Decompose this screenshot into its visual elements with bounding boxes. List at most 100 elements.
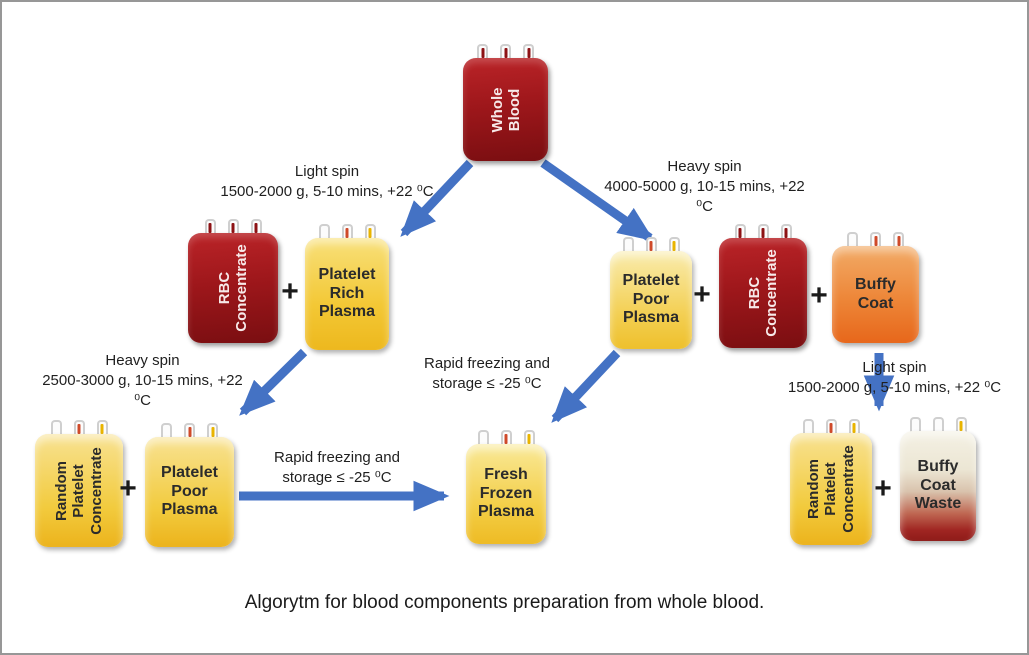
bag-label: Buffy Coat Waste bbox=[914, 457, 962, 513]
port-icon bbox=[50, 420, 62, 435]
note-detail: 4000-5000 g, 10-15 mins, +22 ⁰C bbox=[604, 178, 805, 215]
bag-buffy-coat: Buffy Coat bbox=[832, 232, 919, 343]
port-icon bbox=[477, 44, 488, 59]
note-light-spin-top-left: Light spin 1500-2000 g, 5-10 mins, +22 ⁰… bbox=[217, 162, 437, 202]
bag-label: Random Platelet Concentrate bbox=[53, 446, 105, 535]
port-icon bbox=[932, 417, 944, 432]
bag-whole-blood: Whole Blood bbox=[463, 44, 548, 161]
port-icon bbox=[757, 224, 769, 239]
port-icon bbox=[184, 423, 195, 438]
note-title: Heavy spin bbox=[667, 158, 742, 175]
note-title: Light spin bbox=[862, 359, 927, 376]
bag-body: Random Platelet Concentrate bbox=[790, 433, 872, 545]
note-title: Heavy spin bbox=[105, 352, 180, 369]
port-icon bbox=[250, 219, 262, 234]
port-icon bbox=[500, 430, 512, 445]
note-title: Rapid freezing and bbox=[424, 355, 550, 372]
note-detail: 1500-2000 g, 5-10 mins, +22 ⁰C bbox=[787, 379, 1002, 396]
port-icon bbox=[364, 224, 376, 239]
port-icon bbox=[645, 237, 657, 252]
bag-ports bbox=[847, 232, 904, 247]
port-icon bbox=[523, 430, 535, 445]
bag-body: RBC Concentrate bbox=[719, 238, 807, 348]
note-light-spin-right: Light spin 1500-2000 g, 5-10 mins, +22 ⁰… bbox=[777, 358, 1012, 398]
bag-label: RBC Concentrate bbox=[215, 244, 250, 332]
port-icon bbox=[955, 417, 967, 432]
bag-label: Random Platelet Concentrate bbox=[805, 445, 857, 533]
port-icon bbox=[500, 44, 511, 59]
bag-body: Platelet Poor Plasma bbox=[610, 251, 692, 349]
port-icon bbox=[802, 419, 814, 434]
port-icon bbox=[909, 417, 921, 432]
port-icon bbox=[318, 224, 330, 239]
bag-fresh-frozen-plasma: Fresh Frozen Plasma bbox=[466, 430, 546, 544]
bag-body: Buffy Coat bbox=[832, 246, 919, 343]
port-icon bbox=[73, 420, 85, 435]
port-icon bbox=[523, 44, 534, 59]
plus-sign: + bbox=[810, 279, 828, 312]
bag-platelet-poor-plasma-bottom: Platelet Poor Plasma bbox=[145, 423, 234, 547]
bag-ports bbox=[477, 44, 534, 59]
port-icon bbox=[825, 419, 837, 434]
bag-body: Platelet Rich Plasma bbox=[305, 238, 389, 350]
note-rapid-freezing-upper: Rapid freezing and storage ≤ -25 ⁰C bbox=[394, 354, 580, 394]
plus-sign: + bbox=[281, 275, 299, 308]
bag-body: Platelet Poor Plasma bbox=[145, 437, 234, 547]
arrow-prp-to-rpc bbox=[239, 348, 308, 416]
bag-ports bbox=[204, 219, 262, 234]
bag-random-platelet-concentrate-right: Random Platelet Concentrate bbox=[790, 419, 872, 545]
port-icon bbox=[227, 219, 239, 234]
bag-buffy-coat-waste: Buffy Coat Waste bbox=[900, 417, 976, 541]
bag-ports bbox=[161, 423, 218, 438]
bag-body: Whole Blood bbox=[463, 58, 548, 161]
port-icon bbox=[870, 232, 881, 247]
port-icon bbox=[477, 430, 489, 445]
plus-sign: + bbox=[693, 278, 711, 311]
bag-ports bbox=[802, 419, 860, 434]
bag-rbc-concentrate-left: RBC Concentrate bbox=[188, 219, 278, 343]
note-detail: storage ≤ -25 ⁰C bbox=[432, 375, 542, 392]
bag-platelet-rich-plasma: Platelet Rich Plasma bbox=[305, 224, 389, 350]
diagram-caption: Algorytm for blood components preparatio… bbox=[244, 592, 765, 613]
port-icon bbox=[161, 423, 172, 438]
bag-label: Buffy Coat bbox=[855, 275, 896, 312]
bag-label: Platelet Poor Plasma bbox=[622, 271, 680, 327]
plus-sign: + bbox=[119, 472, 137, 505]
note-title: Light spin bbox=[294, 163, 360, 180]
note-heavy-spin-left: Heavy spin 2500-3000 g, 10-15 mins, +22 … bbox=[35, 351, 250, 411]
bag-rbc-concentrate-right: RBC Concentrate bbox=[719, 224, 807, 348]
note-detail: 1500-2000 g, 5-10 mins, +22 ⁰C bbox=[220, 183, 434, 200]
port-icon bbox=[847, 232, 858, 247]
bag-label: Platelet Rich Plasma bbox=[318, 265, 376, 321]
bag-body: Random Platelet Concentrate bbox=[35, 434, 123, 547]
note-rapid-freezing-lower: Rapid freezing and storage ≤ -25 ⁰C bbox=[244, 448, 430, 488]
port-icon bbox=[622, 237, 634, 252]
bag-ports bbox=[622, 237, 680, 252]
bag-ports bbox=[477, 430, 535, 445]
port-icon bbox=[848, 419, 860, 434]
bag-ports bbox=[318, 224, 376, 239]
bag-label: RBC Concentrate bbox=[745, 249, 780, 337]
note-title: Rapid freezing and bbox=[274, 449, 400, 466]
plus-sign: + bbox=[874, 472, 892, 505]
port-icon bbox=[668, 237, 680, 252]
bag-label: Whole Blood bbox=[488, 87, 523, 132]
bag-platelet-poor-plasma-right: Platelet Poor Plasma bbox=[610, 237, 692, 349]
bag-ports bbox=[909, 417, 967, 432]
note-detail: 2500-3000 g, 10-15 mins, +22 ⁰C bbox=[42, 372, 243, 409]
note-detail: storage ≤ -25 ⁰C bbox=[282, 469, 392, 486]
port-icon bbox=[96, 420, 108, 435]
bag-body: Fresh Frozen Plasma bbox=[466, 444, 546, 544]
bag-label: Fresh Frozen Plasma bbox=[477, 465, 535, 521]
port-icon bbox=[734, 224, 746, 239]
bag-body: Buffy Coat Waste bbox=[900, 431, 976, 541]
bag-label: Platelet Poor Plasma bbox=[161, 463, 218, 519]
port-icon bbox=[341, 224, 353, 239]
bag-ports bbox=[50, 420, 108, 435]
bag-body: RBC Concentrate bbox=[188, 233, 278, 343]
port-icon bbox=[207, 423, 218, 438]
bag-random-platelet-concentrate-left: Random Platelet Concentrate bbox=[35, 420, 123, 547]
bag-ports bbox=[734, 224, 792, 239]
